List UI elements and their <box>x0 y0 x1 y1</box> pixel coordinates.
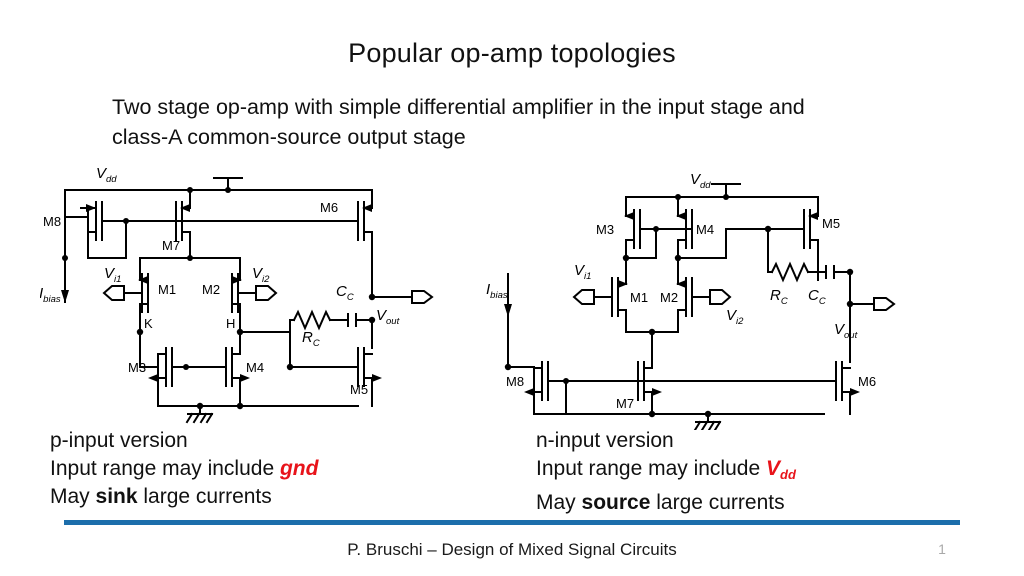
label-vdd-left: Vdd <box>96 165 117 185</box>
note-current-prefix-left: May <box>50 485 96 508</box>
notes-n-input: n-input version Input range may include … <box>536 427 966 517</box>
label-m8-left: M8 <box>43 214 61 229</box>
note-range-value-left: gnd <box>279 457 319 480</box>
circuit-diagram-p-input: Vdd M8 M7 M6 Ibias Vi1 Vi2 M1 M2 K H M3 … <box>40 162 440 430</box>
note-range-value-sub-right: dd <box>780 467 796 482</box>
label-m1-left: M1 <box>158 282 176 297</box>
note-current-prefix-right: May <box>536 491 582 514</box>
page-number: 1 <box>938 541 946 557</box>
label-m7-right: M7 <box>616 396 634 411</box>
note-range-prefix-right: Input range may include <box>536 457 766 480</box>
label-m3-left: M3 <box>128 360 146 375</box>
label-m6-right: M6 <box>858 374 876 389</box>
label-cc-right: CC <box>808 287 826 307</box>
label-m2-left: M2 <box>202 282 220 297</box>
note-current-right: May source large currents <box>536 489 966 517</box>
label-rc-right: RC <box>770 287 788 307</box>
label-m4-right: M4 <box>696 222 714 237</box>
label-m5-right: M5 <box>822 216 840 231</box>
label-cc-left: CC <box>336 283 354 303</box>
label-m5-left: M5 <box>350 382 368 397</box>
label-ibias-left: Ibias <box>40 285 61 305</box>
label-m6-left: M6 <box>320 200 338 215</box>
n-input-schematic-svg: Vdd M3 M4 M5 Vi1 Vi2 M1 M2 Ibias M8 M7 M… <box>486 171 896 430</box>
footer-divider <box>64 520 960 525</box>
note-version-right: n-input version <box>536 429 674 452</box>
label-ibias-right: Ibias <box>486 281 508 301</box>
note-current-emph-right: source <box>581 491 651 514</box>
page-title: Popular op-amp topologies <box>348 38 676 68</box>
note-version-left: p-input version <box>50 429 188 452</box>
label-vi1-left: Vi1 <box>104 265 121 285</box>
label-m2-right: M2 <box>660 290 678 305</box>
slide-subtitle: Two stage op-amp with simple differentia… <box>112 95 805 149</box>
label-vout-left: Vout <box>376 307 400 327</box>
label-vdd-right: Vdd <box>690 171 711 191</box>
label-m1-right: M1 <box>630 290 648 305</box>
label-m4-left: M4 <box>246 360 264 375</box>
p-input-schematic-svg: Vdd M8 M7 M6 Ibias Vi1 Vi2 M1 M2 K H M3 … <box>40 165 434 424</box>
label-m3-right: M3 <box>596 222 614 237</box>
note-range-right: Input range may include Vdd <box>536 455 966 489</box>
note-range-value-right: V <box>765 457 780 480</box>
label-m8-right: M8 <box>506 374 524 389</box>
note-current-emph-left: sink <box>95 485 138 508</box>
label-vi2-left: Vi2 <box>252 265 270 285</box>
note-range-prefix-left: Input range may include <box>50 457 280 480</box>
footer-text: P. Bruschi – Design of Mixed Signal Circ… <box>347 540 677 559</box>
label-vi2-right: Vi2 <box>726 307 744 327</box>
label-vi1-right: Vi1 <box>574 262 591 282</box>
label-m7-left: M7 <box>162 238 180 253</box>
label-vout-right: Vout <box>834 321 858 341</box>
notes-p-input: p-input version Input range may include … <box>50 427 480 511</box>
note-range-left: Input range may include gnd <box>50 455 480 483</box>
label-node-k: K <box>144 316 153 331</box>
label-node-h: H <box>226 316 235 331</box>
note-current-suffix-right: large currents <box>650 491 785 514</box>
note-current-left: May sink large currents <box>50 483 480 511</box>
note-current-suffix-left: large currents <box>137 485 272 508</box>
label-rc-left: RC <box>302 329 320 349</box>
circuit-diagram-n-input: Vdd M3 M4 M5 Vi1 Vi2 M1 M2 Ibias M8 M7 M… <box>478 162 898 430</box>
